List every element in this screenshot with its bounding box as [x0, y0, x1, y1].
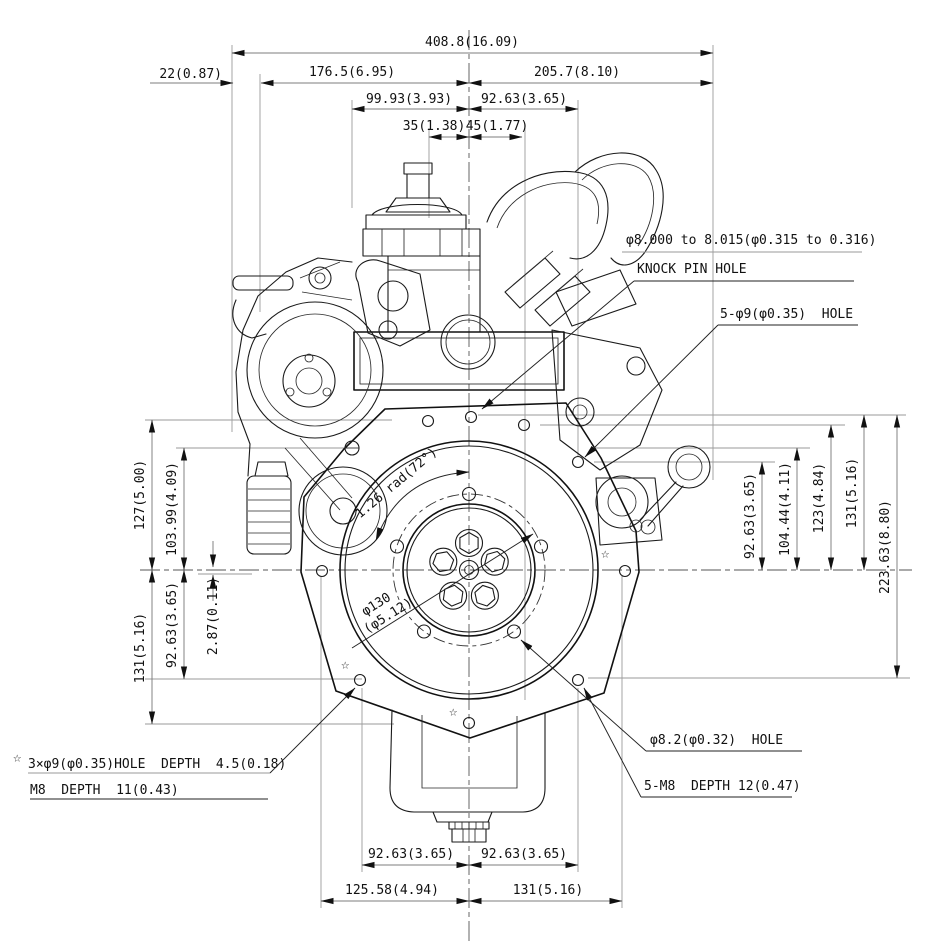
- note-starred-line2: M8 DEPTH 11(0.43): [30, 783, 179, 798]
- dim-upper-left: 99.93(3.93): [366, 92, 452, 107]
- tap-5m8-leader: [583, 687, 642, 798]
- dome-base: [365, 214, 467, 230]
- right-bracket: [551, 329, 663, 471]
- dim-left-131: 131(5.16): [133, 613, 148, 683]
- note-holes-5d9: 5-φ9(φ0.35) HOLE: [720, 307, 853, 322]
- dipstick-ring: [667, 445, 711, 489]
- note-star-prefix: ☆: [13, 750, 22, 766]
- dim-right-131: 131(5.16): [845, 458, 860, 528]
- oil-pan-outline: [389, 709, 546, 813]
- filter-mount: [254, 461, 289, 477]
- hole-d82-leader: [520, 639, 647, 752]
- star-mark-right: ☆: [601, 546, 610, 562]
- filler-cap: [403, 162, 433, 175]
- dim-overall-width: 408.8(16.09): [425, 35, 519, 50]
- starter-flange: [595, 475, 649, 529]
- fan-shroud: [246, 301, 384, 439]
- filler-neck: [406, 173, 430, 199]
- holes-5d9-leader: [584, 324, 719, 458]
- dipstick-handle: [639, 481, 684, 527]
- note-texts: φ8.000 to 8.015(φ0.315 to 0.316) KNOCK P…: [13, 233, 876, 798]
- crank-pulley: [282, 354, 336, 408]
- dim-left-10399: 103.99(4.09): [165, 462, 180, 556]
- note-tap-5m8: 5-M8 DEPTH 12(0.47): [644, 779, 801, 794]
- manifold-block: [555, 269, 637, 327]
- dim-bottom-left-9263: 92.63(3.65): [368, 847, 454, 862]
- starred-holes-leader: [269, 687, 356, 774]
- dim-left-9263: 92.63(3.65): [165, 582, 180, 668]
- dim-right-10444: 104.44(4.11): [778, 462, 793, 556]
- dim-mount-left: 35(1.38): [403, 119, 466, 134]
- pump-body: [387, 255, 481, 333]
- valve-cover: [362, 228, 481, 257]
- dim-arc-angle: 1.26 rad(72°): [353, 445, 441, 522]
- knock-pin-leader: [481, 280, 635, 410]
- star-mark-bottom-center: ☆: [449, 704, 458, 720]
- dim-left-127: 127(5.00): [133, 460, 148, 530]
- dim-right-9263: 92.63(3.65): [743, 473, 758, 559]
- note-knock-pin-size: φ8.000 to 8.015(φ0.315 to 0.316): [626, 233, 876, 248]
- dim-arc-line: [375, 469, 470, 541]
- dim-bottom-131: 131(5.16): [513, 883, 583, 898]
- dim-upper-right: 92.63(3.65): [481, 92, 567, 107]
- note-starred-line1: 3×φ9(φ0.35)HOLE DEPTH 4.5(0.18): [28, 757, 286, 772]
- dim-left-half: 176.5(6.95): [309, 65, 395, 80]
- star-mark-bottom-left: ☆: [341, 657, 350, 673]
- bolt-circle-leader: [351, 533, 534, 649]
- bolt-circle: [392, 493, 546, 647]
- fan-guard-bracket: [232, 275, 294, 291]
- leader-lines: [28, 251, 862, 800]
- oil-pan: [389, 709, 546, 843]
- dim-right-22363: 223.63(8.80): [878, 500, 893, 594]
- dim-left-287: 2.87(0.11): [206, 577, 221, 655]
- engine-body: [232, 152, 711, 555]
- dim-right-half: 205.7(8.10): [534, 65, 620, 80]
- crank-center: [458, 559, 480, 581]
- lift-bracket: [355, 259, 431, 347]
- note-knock-pin-hole: KNOCK PIN HOLE: [637, 262, 747, 277]
- injector-1: [504, 257, 561, 309]
- dome: [371, 204, 463, 216]
- cylinder-block: [353, 331, 565, 391]
- housing-bore: [339, 440, 599, 700]
- hook: [232, 299, 267, 339]
- oil-filter: [246, 475, 292, 555]
- centerlines: [140, 30, 912, 944]
- note-hole-d82: φ8.2(φ0.32) HOLE: [650, 733, 783, 748]
- dimensions: [148, 49, 901, 905]
- dim-bottom-right-9263: 92.63(3.65): [481, 847, 567, 862]
- dim-mount-right: 45(1.77): [466, 119, 529, 134]
- housing-face-holes: [315, 410, 632, 730]
- drain-flange: [432, 811, 493, 823]
- block-port: [440, 314, 496, 370]
- air-duct: [574, 152, 664, 266]
- dim-right-123: 123(4.84): [812, 463, 827, 533]
- dim-left-offset: 22(0.87): [159, 67, 222, 82]
- dim-bottom-12558: 125.58(4.94): [345, 883, 439, 898]
- left-silhouette: [235, 257, 353, 477]
- starter-body: [595, 477, 663, 546]
- air-hose-outer: [486, 170, 609, 260]
